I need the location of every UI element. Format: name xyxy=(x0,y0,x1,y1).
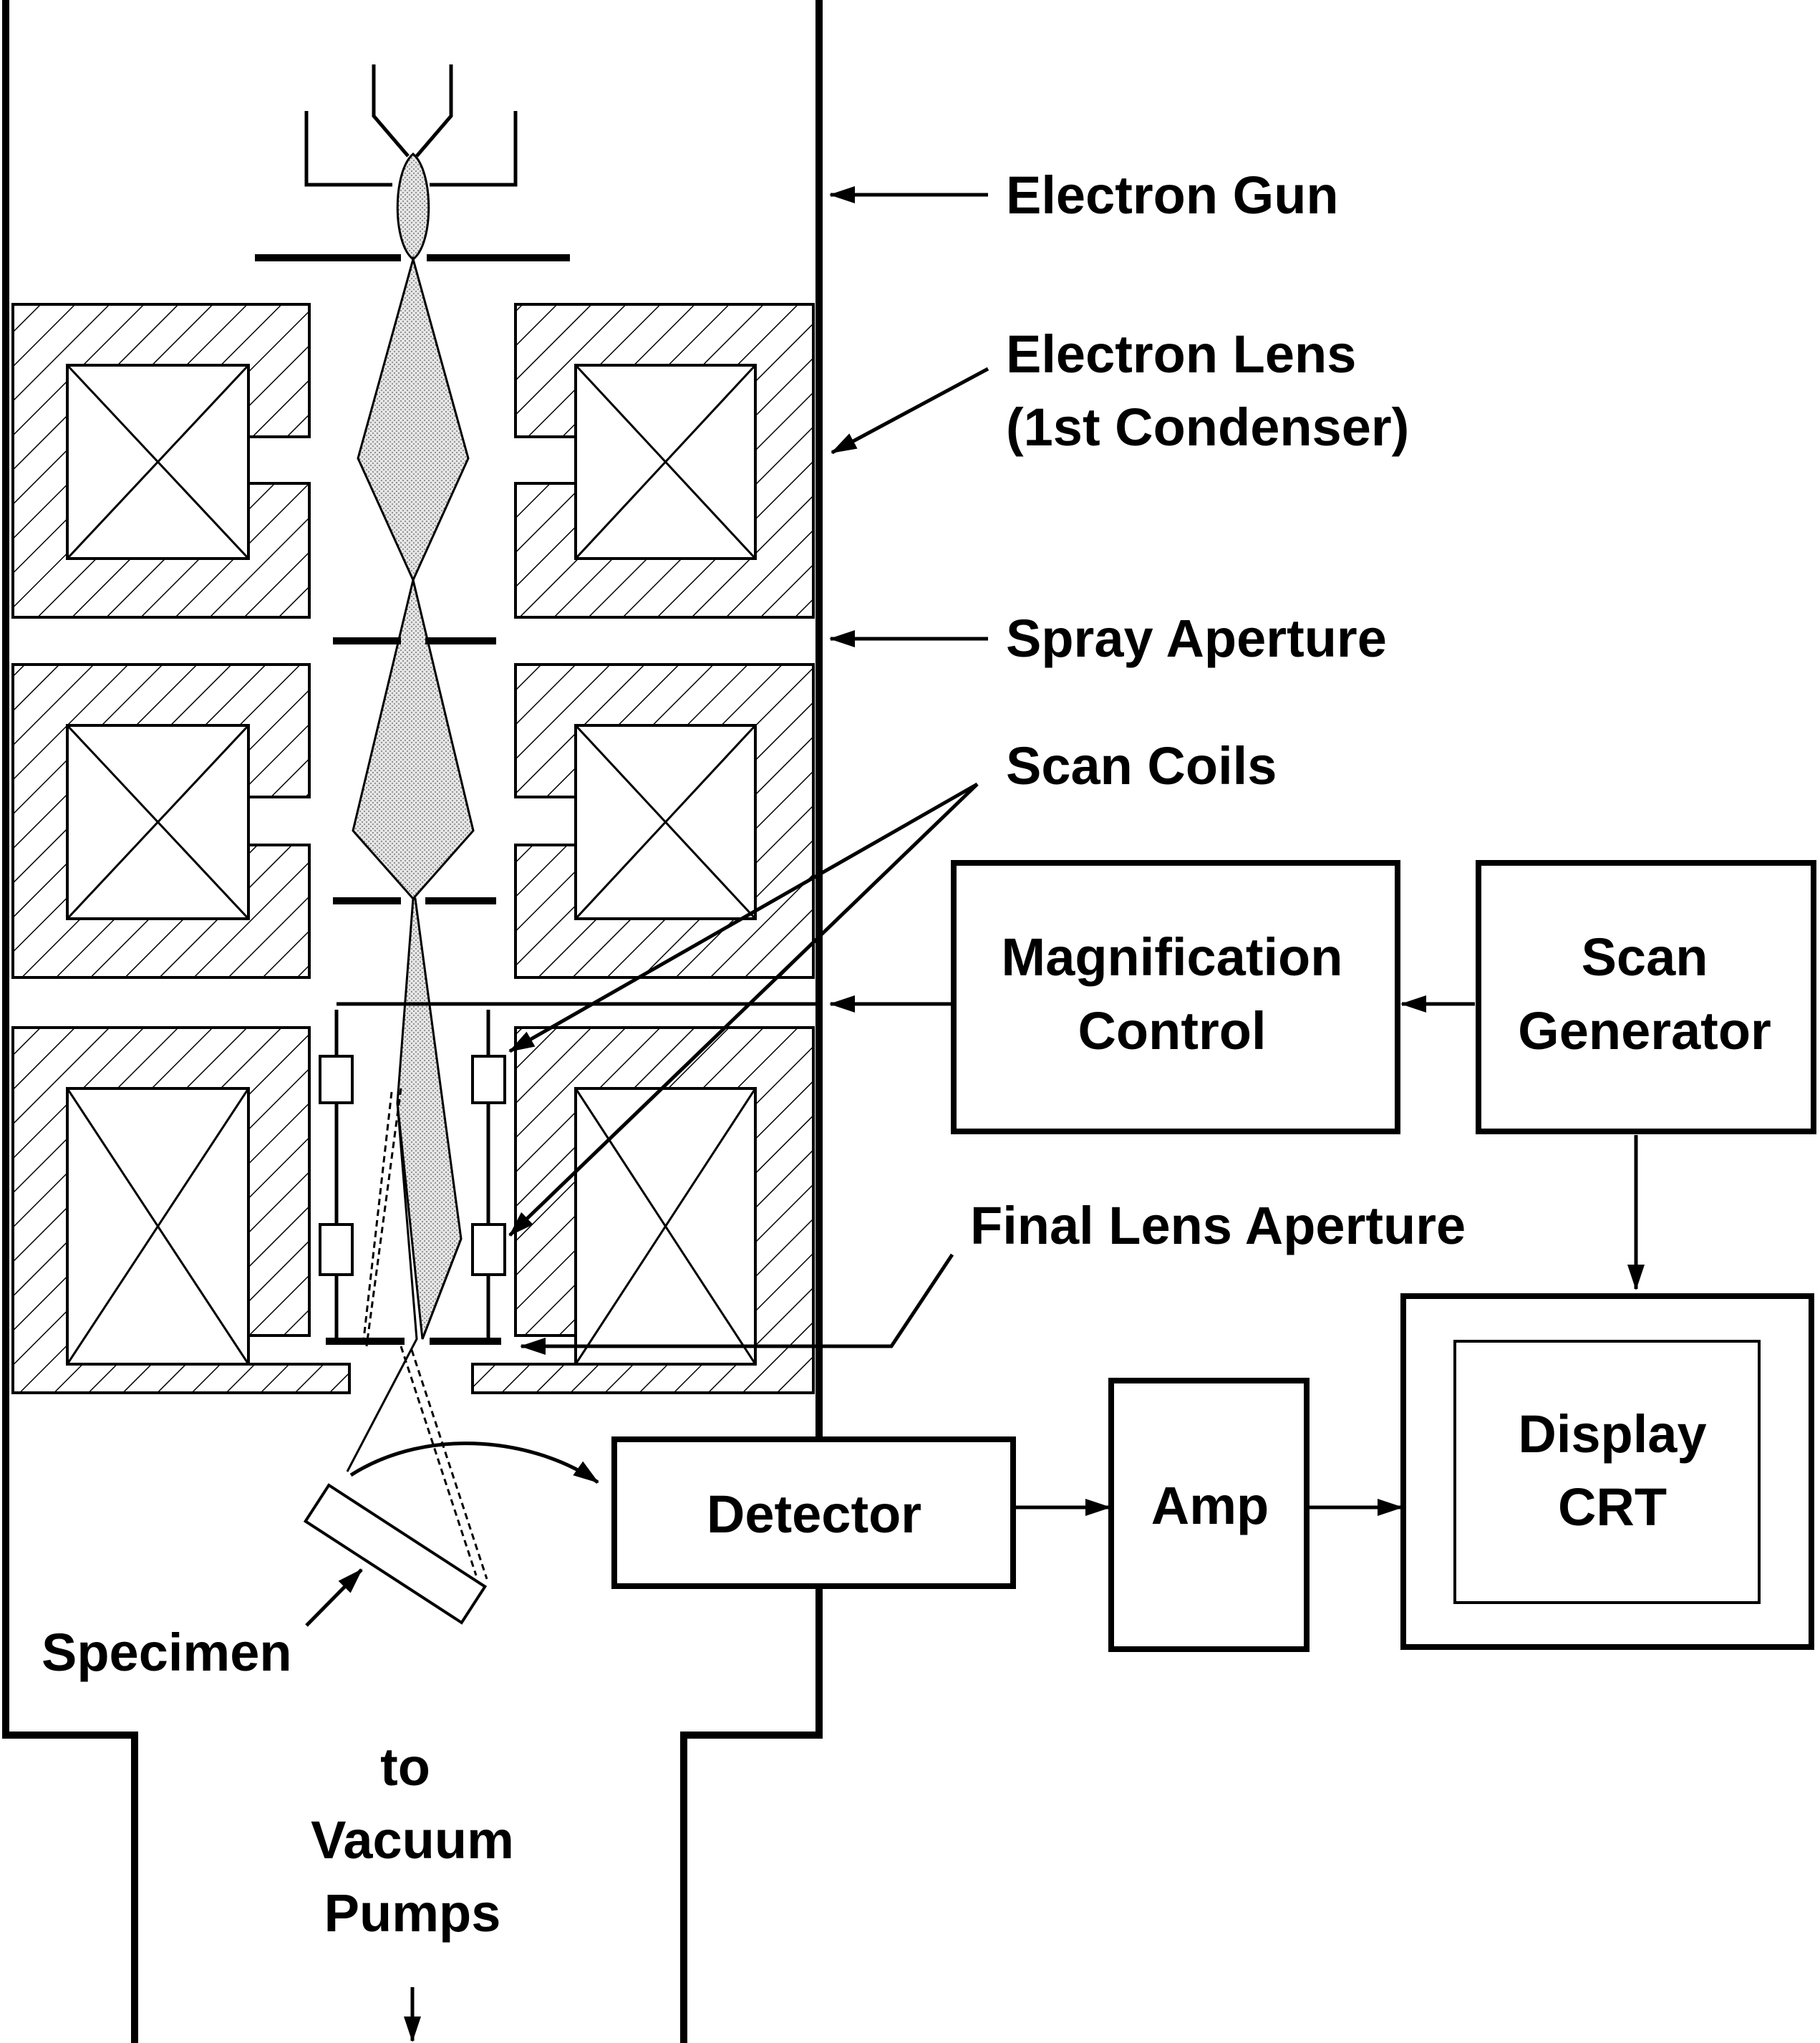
display-label-1: Display xyxy=(1518,1404,1706,1464)
magnification-label-2: Control xyxy=(1078,1001,1266,1061)
scan-coils xyxy=(319,1002,819,1339)
pointer-arrows xyxy=(404,186,1645,2042)
spray-aperture-label: Spray Aperture xyxy=(1006,609,1387,668)
electron-gun xyxy=(255,64,570,261)
specimen-stage xyxy=(303,1441,599,1627)
condenser-lens-1 xyxy=(11,303,815,619)
vacuum-label-pumps: Pumps xyxy=(324,1883,501,1943)
column-outline xyxy=(2,0,823,2043)
detector-label: Detector xyxy=(707,1484,921,1544)
display-crt-box: Display CRT xyxy=(1400,1293,1814,1650)
condenser-lens-2 xyxy=(11,663,815,979)
spray-aperture-plates xyxy=(333,637,496,904)
final-lens-aperture-label: Final Lens Aperture xyxy=(970,1196,1466,1255)
scan-generator-box: Scan Generator xyxy=(1476,860,1816,1134)
vacuum-label-vacuum: Vacuum xyxy=(311,1810,514,1870)
crt-screen xyxy=(1453,1340,1761,1604)
final-lens xyxy=(11,1026,815,1394)
scan-generator-label-2: Generator xyxy=(1518,1001,1771,1061)
condenser-label: (1st Condenser) xyxy=(1006,397,1409,457)
scan-generator-label-1: Scan xyxy=(1582,927,1708,987)
magnification-control-box: Magnification Control xyxy=(951,860,1400,1134)
electron-lens-label: Electron Lens xyxy=(1006,324,1356,384)
electron-beam xyxy=(346,255,488,1580)
amp-label: Amp xyxy=(1151,1476,1269,1535)
specimen-label: Specimen xyxy=(42,1623,292,1682)
scan-coils-label: Scan Coils xyxy=(1006,736,1277,796)
detector-box: Detector xyxy=(611,1436,1016,1589)
electron-gun-label: Electron Gun xyxy=(1006,165,1339,225)
display-label-2: CRT xyxy=(1558,1477,1667,1537)
magnification-label-1: Magnification xyxy=(1002,927,1343,987)
vacuum-label-to: to xyxy=(380,1737,430,1797)
amp-box: Amp xyxy=(1108,1378,1310,1652)
